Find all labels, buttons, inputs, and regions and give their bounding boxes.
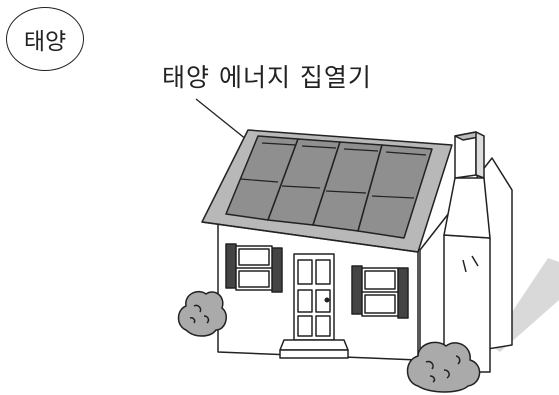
shutter xyxy=(226,244,236,288)
shutter xyxy=(398,268,408,318)
left-shrub xyxy=(179,292,227,336)
right-window xyxy=(352,266,408,318)
shutter xyxy=(272,248,282,292)
door-knob xyxy=(325,298,329,302)
front-door xyxy=(294,254,334,340)
front-steps xyxy=(280,340,348,358)
chimney xyxy=(444,132,490,372)
left-window xyxy=(226,244,282,292)
shutter xyxy=(352,266,362,314)
